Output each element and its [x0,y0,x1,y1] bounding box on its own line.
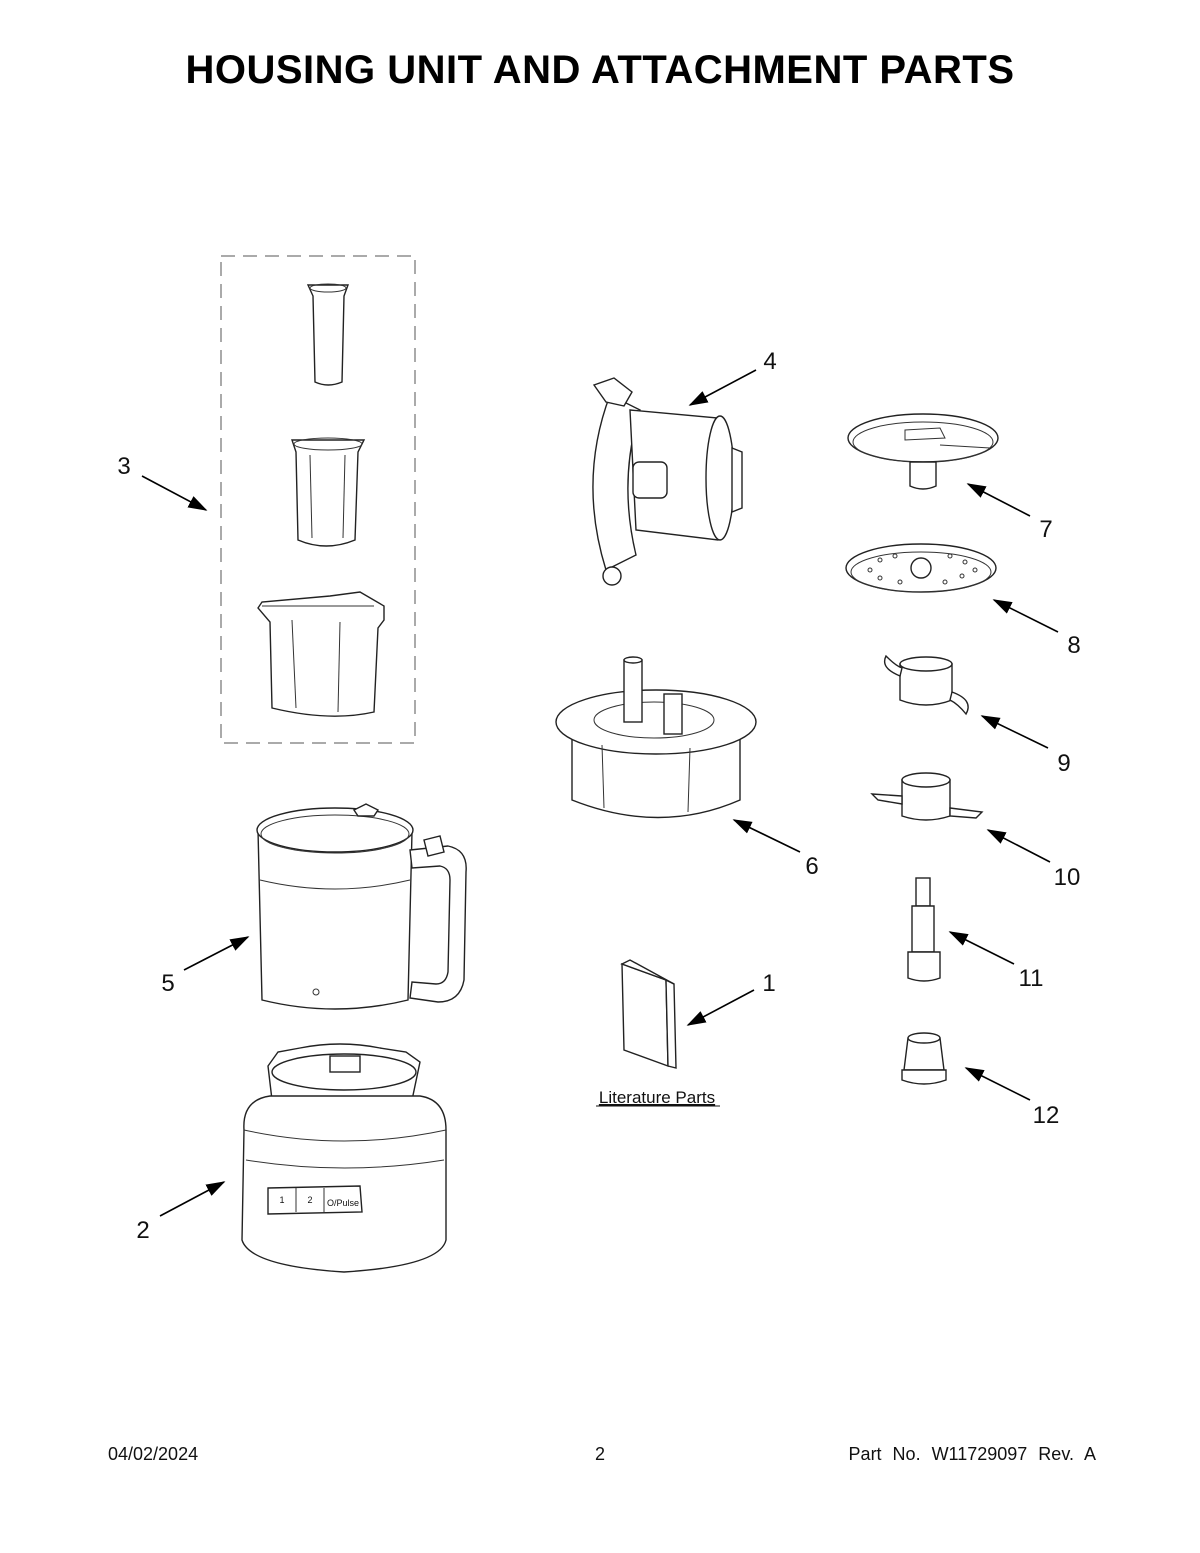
callout-2: 2 [136,1217,149,1244]
footer-date: 04/02/2024 [108,1444,199,1464]
arrow-10 [986,829,1051,863]
part-6-disc-adapter [555,656,757,819]
arrow-6 [732,819,801,853]
callout-10: 10 [1054,864,1081,891]
part-10-multipurpose-blade [870,772,984,821]
base-button-2-label: 2 [307,1195,312,1205]
callout-7: 7 [1039,516,1052,543]
arrow-3 [141,475,208,511]
part-3-group-box [220,255,416,744]
base-button-pulse-label: O/Pulse [327,1198,359,1208]
arrow-11 [948,931,1015,965]
part-3-small-pusher [306,283,349,386]
part-11-spindle [907,877,941,982]
arrow-9 [980,715,1049,749]
page-title: HOUSING UNIT AND ATTACHMENT PARTS [185,48,1015,92]
callout-4: 4 [763,348,776,375]
base-button-1-label: 1 [279,1195,284,1205]
callout-11: 11 [1019,965,1044,992]
part-9-dough-blade [883,654,969,716]
callout-9: 9 [1057,750,1070,777]
part-3-medium-pusher [291,437,366,547]
part-7-slicing-disc [847,413,999,490]
part-8-shredding-disc [845,543,997,593]
arrow-1 [686,989,755,1026]
callout-1: 1 [762,970,775,997]
part-4-lid-feed-tube [592,377,743,586]
part-1-literature [620,959,677,1069]
callout-3: 3 [117,453,130,480]
callout-8: 8 [1067,632,1080,659]
arrow-12 [964,1067,1031,1101]
part-5-work-bowl [256,803,467,1010]
callout-12: 12 [1033,1102,1060,1129]
literature-parts-label: Literature Parts [599,1088,715,1107]
arrow-8 [992,599,1059,633]
arrow-4 [688,369,757,406]
part-2-motor-base: 1 2 O/Pulse [241,1043,447,1273]
part-12-coupler [901,1032,947,1085]
arrow-5 [183,936,250,971]
callout-5: 5 [161,970,174,997]
footer-part-number: Part No. W11729097 Rev. A [848,1444,1096,1464]
callout-6: 6 [805,853,818,880]
footer-page-number: 2 [594,1444,605,1464]
arrow-2 [159,1181,226,1217]
arrow-7 [966,483,1031,517]
part-3-large-pusher [257,591,385,717]
